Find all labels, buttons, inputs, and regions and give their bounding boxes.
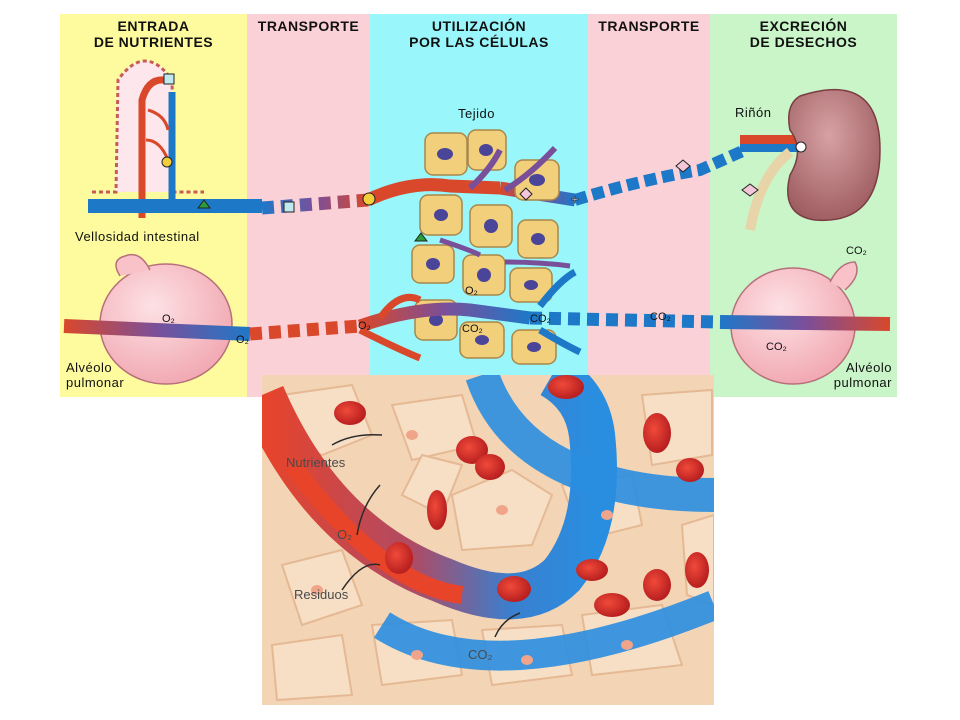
label-tejido: Tejido — [458, 106, 495, 121]
kidney — [741, 88, 881, 231]
label-o2-alveolo: O₂ — [162, 313, 175, 325]
arrow-o2 — [356, 484, 381, 536]
label-alveolo-left: Alvéolo pulmonar — [66, 360, 125, 390]
header-entrada: ENTRADA DE NUTRIENTES — [93, 18, 214, 50]
label-o2-tissue: O₂ — [465, 285, 478, 297]
svg-text:+: + — [571, 191, 579, 207]
capillary-illustration: Nutrientes O₂ Residuos CO₂ — [262, 375, 714, 705]
intestinal-villus — [92, 59, 204, 218]
label-co2-tissue: CO₂ — [462, 323, 483, 335]
label-o2-vessel: O₂ — [236, 334, 249, 346]
label-co2-exhaled: CO₂ — [846, 245, 867, 257]
header-transporte-1: TRANSPORTE — [257, 18, 360, 34]
upper-blood-vessel: + — [88, 135, 800, 215]
label-photo-o2: O₂ — [337, 527, 353, 542]
label-photo-co2: CO₂ — [468, 647, 493, 662]
label-residuos: Residuos — [294, 587, 349, 602]
label-nutrientes: Nutrientes — [286, 455, 346, 470]
panel-transporte-2 — [588, 14, 710, 397]
header-excrecion: EXCRECIÓN DE DESECHOS — [749, 18, 858, 50]
label-o2-transport: O₂ — [358, 320, 371, 332]
tissue-cells — [411, 129, 571, 365]
label-rinon: Riñón — [735, 105, 772, 120]
label-vellosidad-intestinal: Vellosidad intestinal — [75, 229, 200, 244]
arrow-co2 — [494, 612, 521, 638]
header-utilizacion: UTILIZACIÓN POR LAS CÉLULAS — [409, 18, 549, 50]
label-co2-vessel: CO₂ — [530, 313, 551, 325]
label-alveolo-right: Alvéolo pulmonar — [833, 360, 892, 390]
label-co2-alveolo: CO₂ — [766, 341, 787, 353]
label-co2-transport: CO₂ — [650, 311, 671, 323]
header-transporte-2: TRANSPORTE — [598, 18, 700, 34]
capillary-drawing — [262, 375, 714, 705]
arrow-nutrientes — [331, 433, 383, 446]
arrow-residuos — [341, 563, 381, 591]
lower-blood-vessel — [63, 253, 891, 385]
